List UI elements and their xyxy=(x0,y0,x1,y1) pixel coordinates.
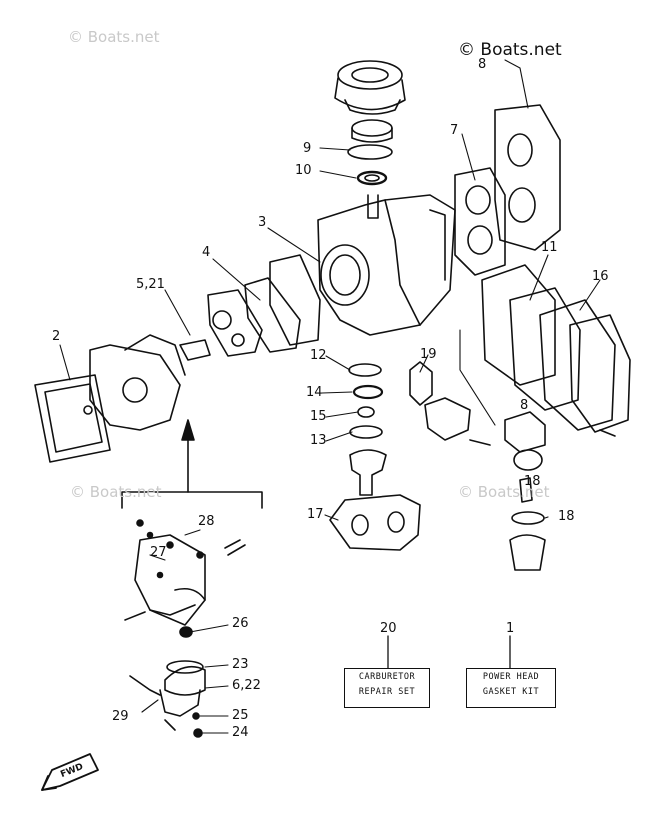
carburetor-cover xyxy=(34,374,111,463)
kit-line: CARBURETOR xyxy=(358,672,416,682)
kit-line: POWER HEAD xyxy=(482,672,540,682)
callout: 6,22 xyxy=(232,678,261,693)
crankcase xyxy=(317,194,456,336)
lower-leader-lines xyxy=(141,529,229,734)
callout: 25 xyxy=(232,708,249,723)
fuel-pump-right xyxy=(504,411,616,571)
callout: 18 xyxy=(524,474,541,489)
kit-leaders xyxy=(387,635,511,669)
seal-group-upper xyxy=(347,119,393,186)
callout: 16 xyxy=(592,269,609,284)
callout: 24 xyxy=(232,725,249,740)
kit-line: GASKET KIT xyxy=(482,687,540,697)
callout: 14 xyxy=(306,385,323,400)
leader-lines xyxy=(59,59,601,521)
bracket-19 xyxy=(409,361,491,446)
callout: 12 xyxy=(310,348,327,363)
subassembly-bracket xyxy=(121,419,263,509)
callout: 23 xyxy=(232,657,249,672)
callout: 2 xyxy=(52,329,61,344)
callout: 5,21 xyxy=(136,277,165,292)
callout: 17 xyxy=(307,507,324,522)
callout: 15 xyxy=(310,409,327,424)
callout: 8 xyxy=(478,57,487,72)
exhaust-cover xyxy=(494,104,561,251)
kit-line: REPAIR SET xyxy=(358,687,416,697)
callout: 29 xyxy=(112,709,129,724)
watermark: © Boats.net xyxy=(68,28,160,46)
callout: 8 xyxy=(520,398,529,413)
carburetor-repair-set-label: CARBURETOR REPAIR SET xyxy=(344,668,430,708)
callout: 9 xyxy=(303,141,312,156)
callout: 11 xyxy=(541,240,558,255)
callout: 20 xyxy=(380,621,397,636)
reed-gaskets xyxy=(207,254,321,357)
callout: 19 xyxy=(420,347,437,362)
callout: 1 xyxy=(506,621,515,636)
callout: 4 xyxy=(202,245,211,260)
carburetor-body xyxy=(89,334,211,431)
exhaust-plates xyxy=(481,264,631,433)
callout: 18 xyxy=(558,509,575,524)
callout: 10 xyxy=(295,163,312,178)
callout: 7 xyxy=(450,123,459,138)
fuel-pump-subassembly xyxy=(124,519,246,738)
watermark: © Boats.net xyxy=(458,483,550,501)
callout: 13 xyxy=(310,433,327,448)
watermark: © Boats.net xyxy=(70,483,162,501)
power-head-gasket-kit-label: POWER HEAD GASKET KIT xyxy=(466,668,556,708)
cylinder-gasket xyxy=(454,167,506,276)
base-gasket xyxy=(329,494,421,551)
fwd-arrow xyxy=(41,753,99,791)
callout: 27 xyxy=(150,545,167,560)
callout: 3 xyxy=(258,215,267,230)
intake-cap xyxy=(334,60,406,115)
thermostat-parts xyxy=(348,363,387,496)
watermark: © Boats.net xyxy=(458,40,562,60)
callout: 28 xyxy=(198,514,215,529)
callout: 26 xyxy=(232,616,249,631)
